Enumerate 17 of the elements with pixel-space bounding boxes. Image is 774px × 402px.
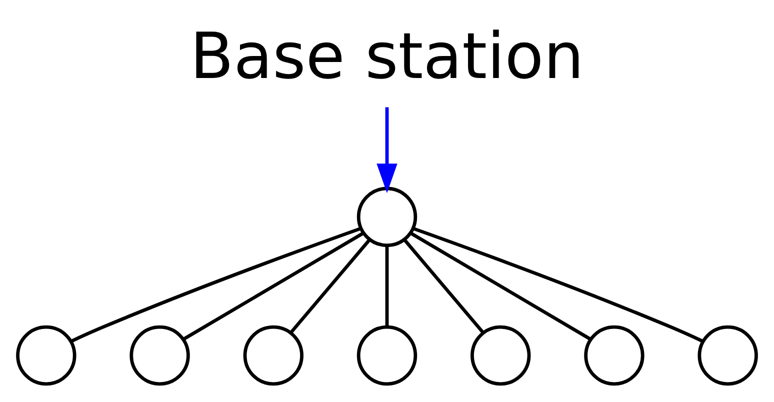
node-circle [698, 325, 758, 386]
node-circle [470, 325, 531, 386]
connector [182, 232, 364, 341]
node-circle [584, 325, 644, 386]
node-circle [16, 325, 76, 386]
connector [402, 238, 484, 334]
arrow [376, 107, 398, 194]
connector [385, 246, 389, 327]
connector [70, 226, 362, 343]
node-text: Base station [190, 20, 584, 94]
node-circle [356, 186, 418, 248]
node-circle [356, 325, 418, 386]
connector [412, 226, 704, 343]
node-circle [243, 325, 304, 386]
node-circle [130, 325, 190, 386]
connector [410, 232, 592, 341]
connector [290, 238, 372, 334]
